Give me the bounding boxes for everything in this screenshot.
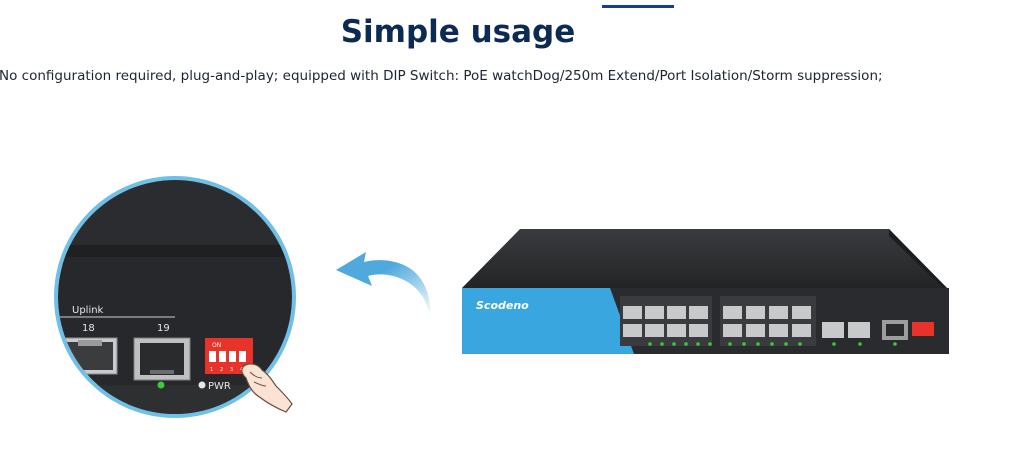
section-description: No configuration required, plug-and-play… xyxy=(0,68,883,84)
network-switch: Scodeno xyxy=(462,229,949,354)
dip-number-2: 2 xyxy=(220,367,223,373)
status-leds xyxy=(648,342,897,346)
switch-brand-strip xyxy=(462,288,634,354)
port-group-1 xyxy=(620,296,712,346)
section-title: Simple usage xyxy=(340,14,576,50)
port-19-label: 19 xyxy=(157,323,170,334)
sfp-port-19 xyxy=(133,337,191,381)
switch-top-face xyxy=(462,229,947,288)
port-19-led xyxy=(157,381,165,389)
hand-illustration xyxy=(241,363,293,413)
dip-number-3: 3 xyxy=(230,367,233,373)
switch-brand-logo: Scodeno xyxy=(476,299,529,312)
uplink-label: Uplink xyxy=(72,305,104,316)
dip-on-label: ON xyxy=(212,342,221,349)
pwr-label: PWR xyxy=(208,381,231,392)
port-18-label: 18 xyxy=(82,323,95,334)
pwr-led xyxy=(198,381,206,389)
uplink-ports xyxy=(822,320,908,340)
switch-dip xyxy=(912,322,934,336)
zoom-detail: Uplink 18 19 ON xyxy=(54,176,296,418)
pointer-arrow xyxy=(336,252,431,318)
section-accent-bar xyxy=(602,5,674,8)
port-group-2 xyxy=(720,296,816,346)
dip-number-1: 1 xyxy=(210,367,213,373)
